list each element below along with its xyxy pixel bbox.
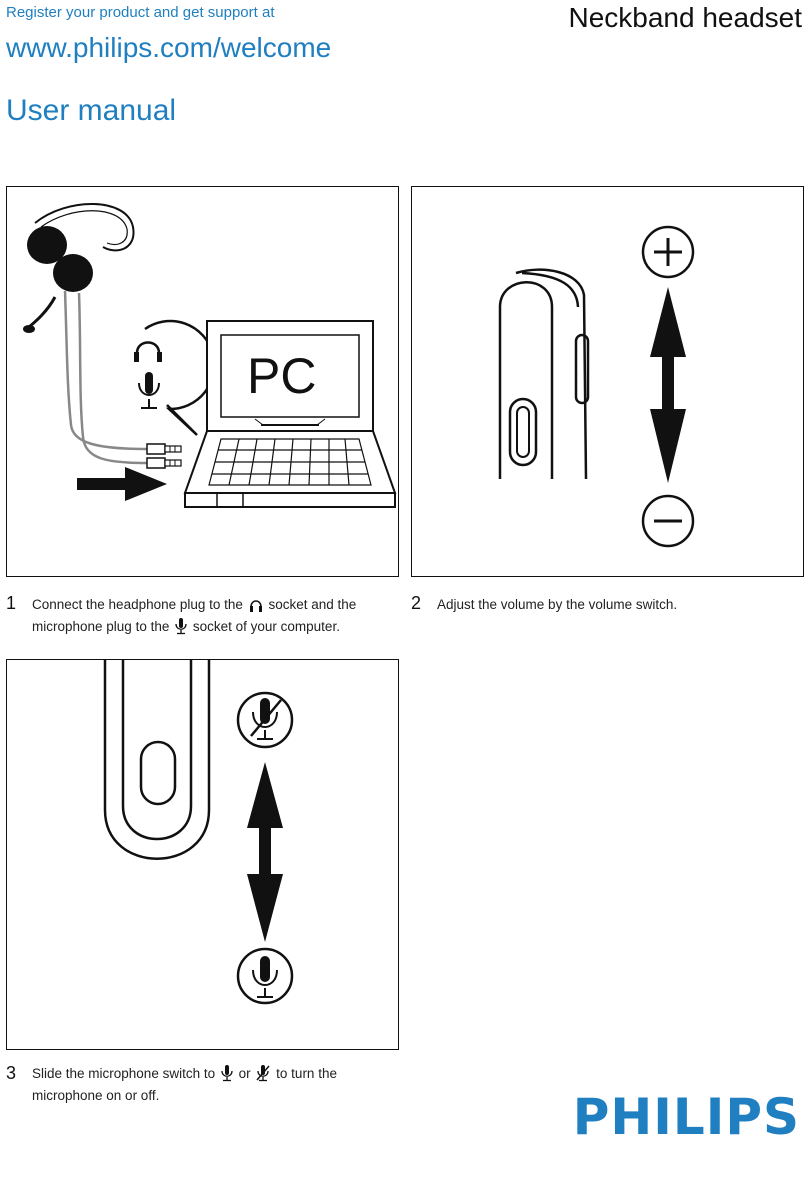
illustration-connect-pc: PC bbox=[6, 186, 399, 577]
step-3-text-a: Slide the microphone switch to bbox=[32, 1066, 216, 1081]
support-url[interactable]: www.philips.com/welcome bbox=[6, 32, 332, 63]
plus-icon bbox=[641, 225, 695, 279]
philips-logo: PHILIPS bbox=[572, 1088, 800, 1146]
microphone-icon bbox=[175, 618, 187, 635]
step-3-number: 3 bbox=[6, 1063, 17, 1083]
headset-illustration bbox=[23, 203, 182, 469]
step-3-text-b: or bbox=[238, 1066, 251, 1081]
arrow-icon bbox=[77, 467, 167, 501]
mic-switch-illustration bbox=[103, 660, 211, 860]
illustration-volume bbox=[411, 186, 804, 577]
step-2-number: 2 bbox=[411, 593, 422, 613]
step-2-text: Adjust the volume by the volume switch. bbox=[437, 597, 678, 612]
laptop-illustration bbox=[183, 320, 397, 508]
product-name: Neckband headset bbox=[568, 2, 802, 33]
document-title: User manual bbox=[6, 94, 177, 127]
step-3-text: Slide the microphone switch to or to tur… bbox=[32, 1063, 392, 1107]
minus-icon bbox=[641, 494, 695, 548]
volume-control-illustration bbox=[498, 268, 590, 480]
step-3-text-c: to turn the bbox=[276, 1066, 337, 1081]
illustration-mic-switch bbox=[6, 659, 399, 1050]
microphone-icon bbox=[236, 947, 294, 1005]
step-3-text-d: microphone on or off. bbox=[32, 1088, 160, 1103]
up-down-arrow-icon bbox=[650, 287, 686, 483]
microphone-muted-icon bbox=[256, 1065, 270, 1082]
microphone-icon bbox=[221, 1065, 233, 1082]
socket-callout bbox=[134, 319, 216, 436]
step-1-number: 1 bbox=[6, 593, 17, 613]
register-text: Register your product and get support at bbox=[6, 4, 275, 21]
headphone-icon bbox=[249, 600, 262, 612]
pc-screen-label: PC bbox=[247, 348, 317, 404]
step-1-text: Connect the headphone plug to the socket… bbox=[32, 594, 392, 638]
step-1-text-b: socket and the bbox=[268, 597, 357, 612]
step-1-text-c: microphone plug to the bbox=[32, 619, 170, 634]
up-down-arrow-icon bbox=[247, 762, 283, 942]
step-1-text-a: Connect the headphone plug to the bbox=[32, 597, 243, 612]
microphone-muted-icon bbox=[236, 691, 294, 749]
step-1-text-d: socket of your computer. bbox=[192, 619, 340, 634]
